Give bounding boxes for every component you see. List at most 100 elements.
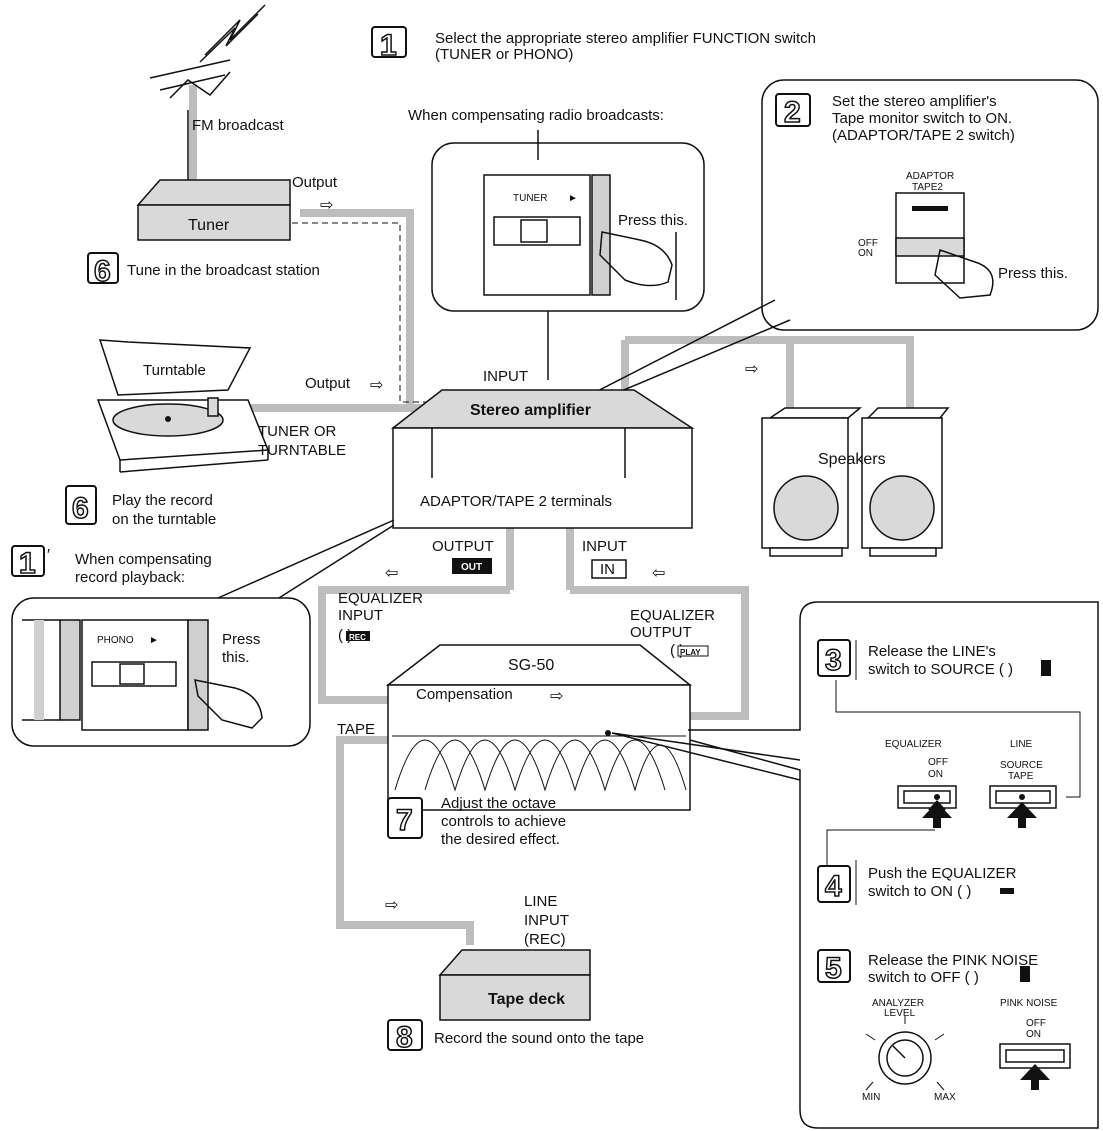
equalizer-label: EQUALIZER xyxy=(885,739,942,750)
tape2-label: TAPE2 xyxy=(912,182,943,193)
eq-output-line1: EQUALIZER xyxy=(630,607,715,624)
tuner-or-turntable-line1: TUNER OR xyxy=(258,423,337,440)
step2-line2: Tape monitor switch to ON. xyxy=(832,110,1012,127)
phono-switch-callout xyxy=(11,519,395,747)
step1-prime-line1: When compensating xyxy=(75,551,212,568)
eq-off-label: OFF xyxy=(928,757,948,768)
line-input-line3: (REC) xyxy=(524,931,566,948)
line-tape-label: TAPE xyxy=(1008,771,1034,782)
step6-tuner-badge: 6 xyxy=(87,252,119,289)
step5-line2: switch to OFF ( ) xyxy=(868,969,979,986)
tuner-arrow-icon: ► xyxy=(568,193,578,204)
antenna-icon xyxy=(149,4,266,205)
amp-input-label-2: INPUT xyxy=(582,538,627,555)
equalizer-switch xyxy=(897,785,957,828)
arrow-right-icon: ⇨ xyxy=(550,688,563,705)
svg-text:4: 4 xyxy=(825,870,842,903)
step1-radio-caption: When compensating radio broadcasts: xyxy=(408,107,664,124)
svg-text:5: 5 xyxy=(825,952,842,985)
step5-line1: Release the PINK NOISE xyxy=(868,952,1038,969)
sg50-label: SG-50 xyxy=(508,657,554,674)
this-label: this. xyxy=(222,649,250,666)
pink-noise-label: PINK NOISE xyxy=(1000,998,1058,1009)
rec-badge xyxy=(346,631,370,641)
eq-on-switch-icon xyxy=(1000,888,1014,894)
line-label: LINE xyxy=(1010,739,1033,750)
in-badge-text: IN xyxy=(600,561,615,578)
svg-text:6: 6 xyxy=(94,255,111,288)
prime-mark: ′ xyxy=(47,547,50,564)
turntable-output-label: Output xyxy=(305,375,351,392)
step3-badge: 3 xyxy=(817,639,851,678)
tuner-label: Tuner xyxy=(188,217,230,234)
out-badge-text: OUT xyxy=(461,562,482,573)
svg-text:6: 6 xyxy=(72,492,89,525)
step2-line3: (ADAPTOR/TAPE 2 switch) xyxy=(832,127,1015,144)
line-switch xyxy=(989,785,1057,828)
speakers-device: ⇨ xyxy=(745,361,950,557)
line-input-line2: INPUT xyxy=(524,912,569,929)
max-label: MAX xyxy=(934,1092,956,1103)
arrow-right-icon: ⇨ xyxy=(370,377,383,394)
eq-on-label: ON xyxy=(928,769,943,780)
stereo-amplifier-device xyxy=(390,389,695,529)
arrow-right-icon: ⇨ xyxy=(745,361,758,378)
tuner-switch-callout xyxy=(431,130,705,380)
adaptor-terminals-label: ADAPTOR/TAPE 2 terminals xyxy=(420,493,612,510)
compensation-label: Compensation xyxy=(416,686,513,703)
eq-input-line2: INPUT xyxy=(338,607,383,624)
step2-badge: 2 xyxy=(775,93,811,130)
play-badge xyxy=(677,645,709,657)
eq-output-line2: OUTPUT xyxy=(630,624,692,641)
step7-line3: the desired effect. xyxy=(441,831,560,848)
svg-text:1: 1 xyxy=(19,547,36,580)
on-label: ON xyxy=(858,248,873,259)
step7-line2: controls to achieve xyxy=(441,813,566,830)
step1-line1: Select the appropriate stereo amplifier … xyxy=(435,30,816,47)
pn-off-label: OFF xyxy=(1026,1018,1046,1029)
arrow-right-icon: ⇨ xyxy=(320,197,333,214)
pn-on-label: ON xyxy=(1026,1029,1041,1040)
arrow-right-icon: ⇨ xyxy=(385,897,398,914)
press-label: Press xyxy=(222,631,260,648)
step4-leader xyxy=(826,829,935,870)
press-this-adaptor: Press this. xyxy=(998,265,1068,282)
fm-broadcast-label: FM broadcast xyxy=(192,117,285,134)
turntable-label: Turntable xyxy=(143,362,206,379)
step2-line1: Set the stereo amplifier's xyxy=(832,93,997,110)
sg50-device xyxy=(385,644,693,811)
step7-line1: Adjust the octave xyxy=(441,795,556,812)
step6-turntable-line2: on the turntable xyxy=(112,511,216,528)
eq-input-line1: EQUALIZER xyxy=(338,590,423,607)
step6-turntable-badge: 6 xyxy=(65,485,97,526)
svg-text:3: 3 xyxy=(825,644,842,677)
step4-badge: 4 xyxy=(817,865,851,904)
step8-text: Record the sound onto the tape xyxy=(434,1030,644,1047)
step3-leader xyxy=(835,680,1081,798)
tuner-output-label: Output xyxy=(292,174,338,191)
analyzer-label: ANALYZER xyxy=(872,998,924,1009)
tuner-switch-label: TUNER xyxy=(513,193,547,204)
rec-badge-text: REC xyxy=(349,633,366,642)
source-label: SOURCE xyxy=(1000,760,1043,771)
tuner-or-turntable-line2: TURNTABLE xyxy=(258,442,346,459)
out-badge xyxy=(452,558,492,574)
step7-badge: 7 xyxy=(387,797,423,839)
arrow-left-icon: ⇦ xyxy=(385,565,398,582)
svg-text:7: 7 xyxy=(396,804,413,837)
phono-label: PHONO xyxy=(97,635,134,646)
svg-text:1: 1 xyxy=(380,29,397,62)
tuner-dashed-line xyxy=(292,222,440,403)
pink-noise-switch xyxy=(999,1043,1071,1090)
adaptor-label: ADAPTOR xyxy=(906,171,954,182)
step1-badge: 1 xyxy=(371,26,407,63)
amp-output-label: OUTPUT xyxy=(432,538,494,555)
step1-line2: (TUNER or PHONO) xyxy=(435,46,573,63)
step1-prime-badge: 1 xyxy=(11,545,45,581)
analyzer-level-knob xyxy=(865,1016,945,1091)
tape-label: TAPE xyxy=(337,721,375,738)
play-badge-text: PLAY xyxy=(680,648,701,657)
line-input-line1: LINE xyxy=(524,893,557,910)
step6-tuner-text: Tune in the broadcast station xyxy=(127,262,320,279)
